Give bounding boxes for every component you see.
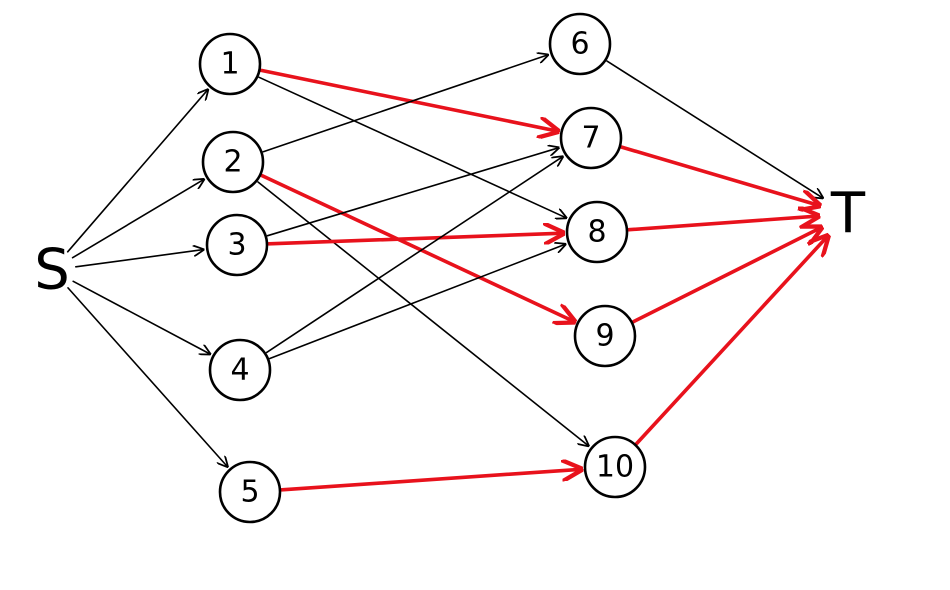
node-10-label: 10 bbox=[596, 450, 634, 485]
edge-2-to-6 bbox=[262, 55, 548, 153]
node-1-circle bbox=[198, 32, 262, 96]
node-8-label: 8 bbox=[587, 215, 606, 250]
edge-2-to-9-highlighted bbox=[260, 173, 574, 322]
node-6-circle bbox=[548, 12, 612, 76]
edge-10-to-T-highlighted bbox=[634, 236, 828, 446]
node-5: 5 bbox=[218, 460, 282, 524]
edge-5-to-10-highlighted bbox=[280, 469, 581, 492]
edge-S-to-3 bbox=[75, 250, 204, 268]
edge-2-to-10 bbox=[257, 181, 588, 446]
edge-3-to-8-highlighted bbox=[267, 233, 563, 246]
node-9-label: 9 bbox=[595, 319, 614, 354]
edge-S-to-2 bbox=[71, 179, 204, 259]
edge-7-to-T-highlighted bbox=[619, 145, 820, 205]
node-1-label: 1 bbox=[220, 47, 239, 82]
edge-S-to-5 bbox=[67, 287, 227, 467]
edge-S-to-4 bbox=[72, 280, 210, 354]
node-4: 4 bbox=[208, 338, 272, 402]
node-1: 1 bbox=[198, 32, 262, 96]
node-9: 9 bbox=[573, 304, 637, 368]
nodes-layer: S T 1 2 3 4 5 6 7 8 9 10 bbox=[34, 12, 866, 524]
node-8: 8 bbox=[565, 200, 629, 264]
edge-4-to-7 bbox=[265, 157, 563, 354]
node-2: 2 bbox=[201, 130, 265, 194]
node-7-label: 7 bbox=[581, 121, 600, 156]
node-10: 10 bbox=[583, 435, 647, 499]
node-4-label: 4 bbox=[230, 353, 249, 388]
edge-8-to-T-highlighted bbox=[627, 216, 818, 232]
node-7-circle bbox=[559, 106, 623, 170]
node-9-circle bbox=[573, 304, 637, 368]
node-6: 6 bbox=[548, 12, 612, 76]
edge-1-to-7-highlighted bbox=[259, 68, 557, 131]
source-node-label: S bbox=[34, 238, 70, 303]
edge-9-to-T-highlighted bbox=[631, 228, 822, 324]
node-3: 3 bbox=[205, 213, 269, 277]
edge-4-to-8 bbox=[268, 244, 566, 360]
node-5-label: 5 bbox=[240, 475, 259, 510]
edge-1-to-8 bbox=[258, 76, 566, 218]
node-3-label: 3 bbox=[227, 228, 246, 263]
edge-S-to-1 bbox=[66, 90, 208, 253]
node-7: 7 bbox=[559, 106, 623, 170]
node-6-label: 6 bbox=[570, 27, 589, 62]
node-8-circle bbox=[565, 200, 629, 264]
edge-6-to-T bbox=[606, 60, 823, 198]
node-3-circle bbox=[205, 213, 269, 277]
sink-node-label: T bbox=[830, 182, 866, 247]
node-2-circle bbox=[201, 130, 265, 194]
edges-layer bbox=[66, 55, 828, 492]
edge-3-to-7 bbox=[266, 148, 559, 237]
node-5-circle bbox=[218, 460, 282, 524]
node-4-circle bbox=[208, 338, 272, 402]
node-2-label: 2 bbox=[223, 145, 242, 180]
node-10-circle bbox=[583, 435, 647, 499]
